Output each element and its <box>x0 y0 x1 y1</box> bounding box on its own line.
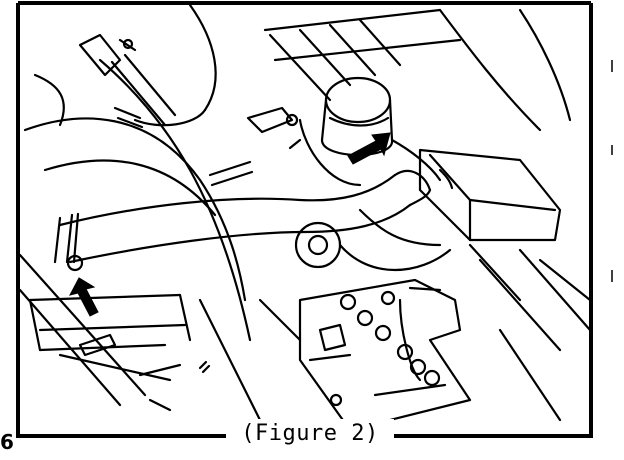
figure-frame <box>16 1 593 438</box>
corner-mark: 6 <box>0 430 14 454</box>
figure-caption: (Figure 2) <box>226 419 394 449</box>
arrow-icon <box>69 132 391 317</box>
bolt-group <box>339 290 441 387</box>
engine-bay-drawing <box>18 3 592 432</box>
